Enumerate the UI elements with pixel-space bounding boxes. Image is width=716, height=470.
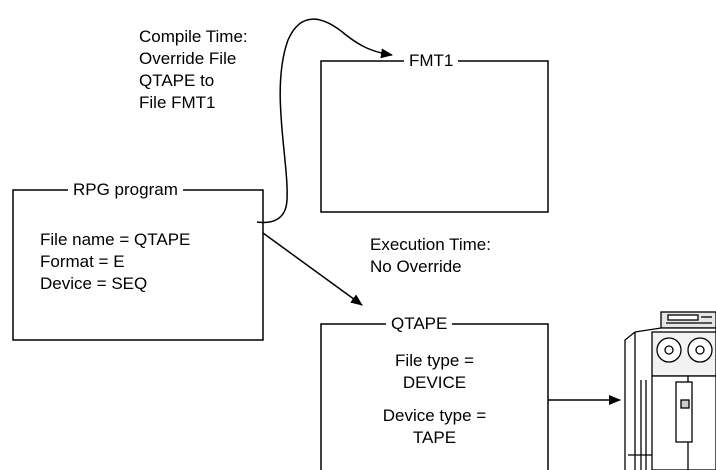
compile-time-note: Compile Time: Override File QTAPE to Fil… xyxy=(139,26,248,114)
compile-note-line: File FMT1 xyxy=(139,93,216,112)
file-name-line: File name = QTAPE xyxy=(40,230,191,249)
file-type-value: DEVICE xyxy=(402,373,467,392)
compile-override-arrow xyxy=(256,18,393,224)
fmt1-box xyxy=(320,60,549,213)
rpg-program-title: RPG program xyxy=(68,180,183,200)
tape-drive-icon xyxy=(624,311,716,470)
fmt1-title: FMT1 xyxy=(404,51,459,71)
device-type-value: TAPE xyxy=(412,428,457,447)
device-type-label: Device type = xyxy=(382,406,487,425)
qtape-details: File type = DEVICE Device type = TAPE xyxy=(321,350,548,449)
file-type-label: File type = xyxy=(395,351,474,370)
format-line: Format = E xyxy=(40,252,125,271)
device-line: Device = SEQ xyxy=(40,274,148,293)
execution-arrow xyxy=(262,232,363,306)
compile-note-line: Override File xyxy=(139,49,237,68)
execution-note-line: Execution Time: xyxy=(370,235,491,254)
compile-note-line: Compile Time: xyxy=(139,27,248,46)
execution-time-note: Execution Time: No Override xyxy=(370,234,491,278)
execution-note-line: No Override xyxy=(370,257,462,276)
qtape-title: QTAPE xyxy=(386,314,453,334)
rpg-program-details: File name = QTAPE Format = E Device = SE… xyxy=(40,229,190,295)
compile-note-line: QTAPE to xyxy=(139,71,215,90)
